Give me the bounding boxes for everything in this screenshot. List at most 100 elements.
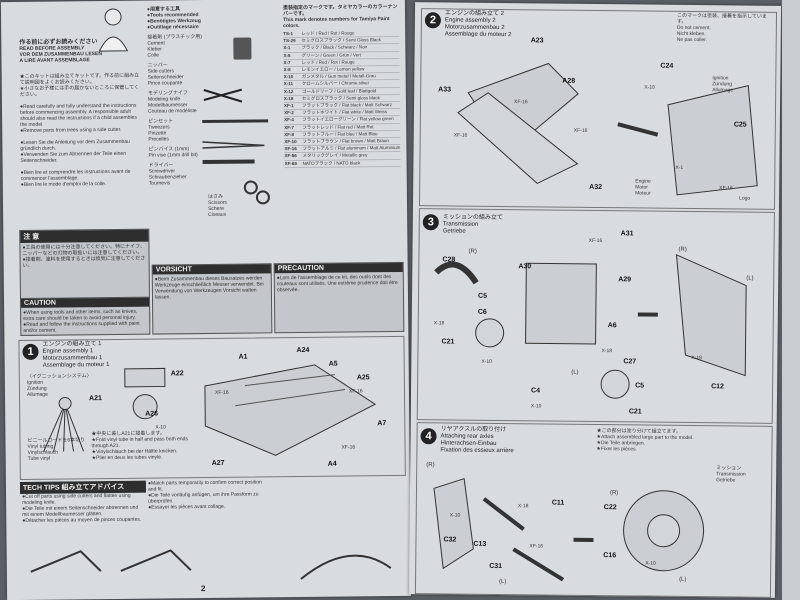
paint-mark: X-18 (691, 355, 702, 362)
part-c25: C25 (733, 121, 747, 129)
part-a4: A4 (327, 460, 337, 468)
paint-mark: XF-16 (514, 99, 528, 106)
precaution-box: PRECAUTION ●Lors de l'assemblage de ce k… (273, 261, 405, 334)
arrow-icon (617, 122, 659, 137)
paint-mark: XF-16 (529, 543, 544, 550)
caution-jp-text: ●工具の使用には十分注意してください。特にナイフ、ニッパーなどの刃物の取扱いには… (22, 243, 146, 269)
step-3-number: 3 (422, 214, 439, 231)
paint-name: フラットブラウン / Flat brown / Matt Braun (302, 138, 389, 145)
cement-bottle-icon (233, 37, 252, 60)
paint-mark: X-18 (433, 320, 445, 327)
part-c12: C12 (711, 383, 724, 391)
paint-name: ブラック / Black / Schwarz / Noir (301, 44, 368, 51)
paint-code: TS-29 (283, 38, 296, 44)
paint-name: NATOブラック / NATO black (302, 160, 361, 166)
part-c16: C16 (603, 552, 617, 560)
paint-name: セミグロスブラック / Semi gloss black (301, 94, 380, 101)
side-label: (R) (609, 490, 619, 497)
tweezers-icon (202, 141, 265, 149)
paint-name: レッド / Red / Rot / Rouge (301, 30, 355, 36)
part-c5: C5 (477, 292, 488, 300)
paint-header-en: This mark denotes numbers for Tamiya Pai… (283, 16, 392, 30)
intro-column: 作る前に必ずお読みください READ BEFORE ASSEMBLY VOR D… (19, 39, 141, 188)
paint-name: ガンメタル / Gun metal / Metall-Grau (301, 73, 376, 80)
paint-code: XF-7 (284, 124, 294, 130)
part-a27: A27 (211, 459, 225, 467)
step-4-label-transmission: ミッション Transmission Getriebe (716, 465, 746, 484)
paint-name: フラットイエローグリーン / Flat yellow green (302, 116, 394, 123)
tech-tips-jp: 組み立てアドバイス (61, 483, 125, 492)
instructions-de: ●Lesen Sie die Anleitung vor dem Zusamme… (20, 138, 132, 164)
ignition-cables-illustration (43, 396, 85, 452)
part-c11: C11 (551, 499, 565, 507)
part-c5: C5 (635, 382, 645, 390)
part-a24: A24 (296, 346, 310, 355)
step-1-title: エンジンの組み立て 1 Engine assembly 1 Motorzusam… (42, 341, 110, 369)
paint-mark: X-10 (530, 403, 542, 410)
paint-mark: XF-16 (588, 237, 603, 245)
modeling-knife-icon (202, 119, 269, 124)
paint-code: X-18 (283, 95, 294, 102)
instructions-en: ●Read carefully and fully understand the… (19, 102, 139, 134)
side-label: (R) (468, 248, 477, 255)
part-a1: A1 (238, 353, 248, 361)
paint-row: XF-69 NATOブラック / NATO black (284, 159, 401, 169)
part-c4: C4 (531, 387, 541, 395)
tool-screwdriver: ドライバー Screwdriver Schraubenzieher Tourne… (148, 162, 187, 187)
pin-vise-icon (202, 159, 255, 165)
part-c32: C32 (443, 536, 457, 544)
step-4-axle-diagram (433, 477, 705, 582)
part-c13: C13 (473, 540, 487, 548)
paint-name: セミグロスブラック / Semi Gloss Black (301, 37, 381, 44)
side-label: (R) (678, 246, 687, 253)
right-page: このマークは塗装、接着を指示しています。 Do not cement. Nich… (408, 2, 782, 598)
side-label: (L) (679, 576, 687, 583)
paint-code: X-7 (283, 59, 291, 65)
paint-table: 塗装指定のマークです。タミヤカラーのカラーナンバーです。 This mark d… (283, 4, 401, 169)
paint-mark: XF-16 (348, 388, 363, 395)
part-a29: A29 (618, 276, 632, 284)
paint-code: X-5 (283, 52, 291, 58)
part-a6: A6 (607, 322, 617, 330)
left-page: 作る前に必ずお読みください READ BEFORE ASSEMBLY VOR D… (0, 0, 412, 600)
part-a26: A26 (145, 410, 159, 418)
paint-name: フラットレッド / Flat red / Matt Rot (302, 123, 374, 130)
side-label: (L) (746, 275, 754, 282)
tech-tips-text: ●Cut off parts using side cutters and fl… (22, 492, 142, 524)
part-a33: A33 (438, 86, 452, 94)
paint-mark: X-10 (155, 424, 166, 431)
step-3-transmission-diagram (434, 254, 747, 399)
paint-name: グリーン / Green / Grün / Vert (301, 51, 362, 58)
part-a30: A30 (518, 263, 532, 271)
paint-name: フラットアルミ / Flat aluminum / Matt Aluminium (302, 145, 401, 152)
paint-code: XF-16 (284, 146, 297, 152)
part-a23: A23 (530, 37, 544, 45)
tech-tips-text-2: ●Match parts temporarily to confirm corr… (147, 479, 264, 511)
side-label: (L) (499, 579, 507, 586)
side-label: (R) (426, 462, 435, 469)
part-a22: A22 (170, 370, 184, 378)
paint-code: TS-1 (283, 31, 294, 37)
paint-name: メタリックグレイ / Metallic grey (302, 152, 368, 159)
part-c21: C21 (628, 408, 642, 416)
tools-illustration (202, 37, 270, 205)
paint-name: ゴールドリーフ / Gold leaf / Blattgold (301, 87, 377, 94)
part-c6: C6 (477, 308, 487, 316)
paint-code: XF-69 (284, 160, 297, 166)
paint-mark: XF-16 (719, 185, 733, 192)
part-c28: C28 (442, 256, 456, 264)
vorsicht-text: ●Beim Zusammenbau dieses Bausatzes werde… (154, 275, 266, 301)
paint-name: クロームシルバー / Chrome silver (301, 80, 370, 87)
part-a5: A5 (328, 360, 338, 368)
tech-tips-title: TECH TIPS (22, 484, 60, 492)
step-2-label-engine: Engine Motor Moteur (635, 178, 651, 197)
tech-tips-illustrations (30, 549, 392, 580)
paint-name: フラットブルー / Flat blue / Matt Blau (302, 131, 378, 137)
part-a31: A31 (620, 230, 634, 238)
part-c24: C24 (660, 62, 674, 70)
step-2-label-ignition: Ignition Zündung Allumage (712, 75, 734, 94)
paint-name: レモンイエロー / Lemon yellow (301, 66, 365, 73)
paint-mark: X-18 (601, 348, 613, 355)
step-4-number: 4 (420, 428, 437, 445)
